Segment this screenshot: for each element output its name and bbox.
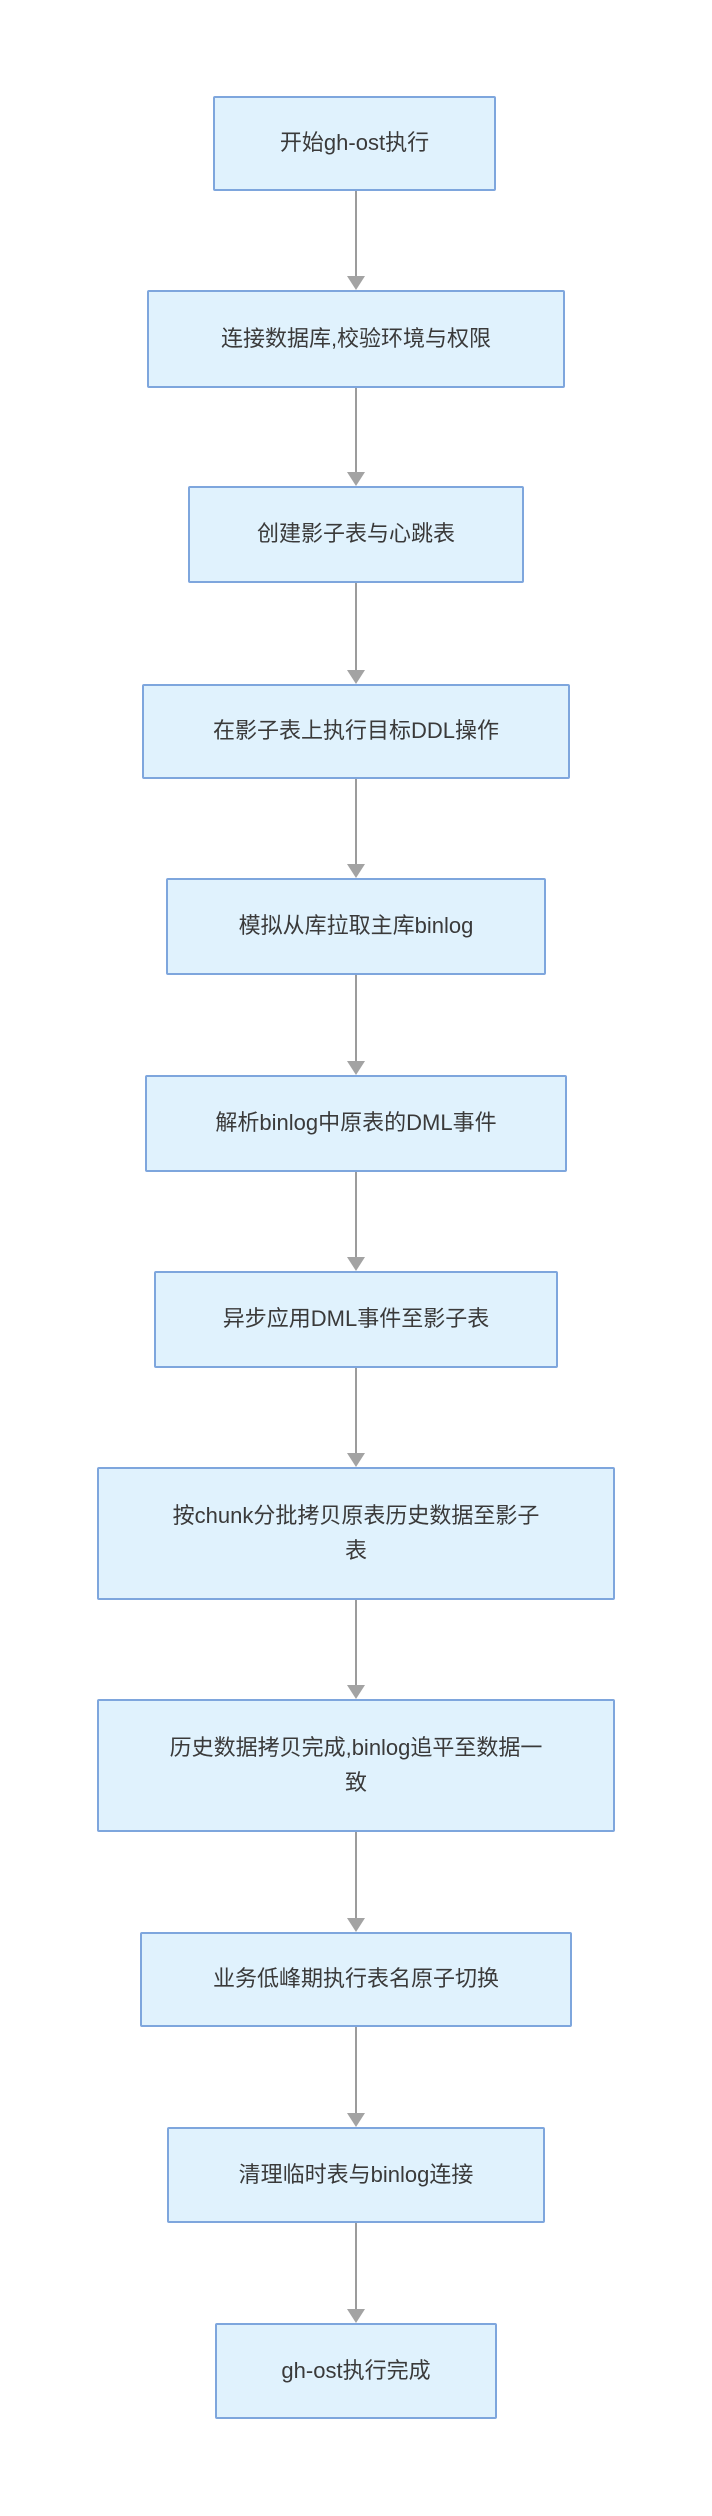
flow-node-label: 开始gh-ost执行 <box>279 130 430 156</box>
flow-arrow <box>347 1172 365 1271</box>
flow-arrow <box>347 1368 365 1467</box>
flow-node-label: 模拟从库拉取主库binlog <box>238 913 474 939</box>
arrow-down-icon <box>347 670 365 684</box>
flow-node-binlog-catchup: 历史数据拷贝完成,binlog追平至数据一致 <box>97 1699 615 1832</box>
arrow-line <box>355 1172 357 1258</box>
flow-arrow <box>347 1832 365 1932</box>
arrow-down-icon <box>347 1918 365 1932</box>
arrow-down-icon <box>347 1257 365 1271</box>
flow-arrow <box>347 779 365 878</box>
flow-node-label: 按chunk分批拷贝原表历史数据至影子表 <box>172 1503 540 1563</box>
flow-node-atomic-rename: 业务低峰期执行表名原子切换 <box>140 1932 572 2027</box>
flow-arrow <box>347 2027 365 2127</box>
flow-node-label: 解析binlog中原表的DML事件 <box>215 1110 497 1136</box>
flow-node-apply-dml: 异步应用DML事件至影子表 <box>154 1271 558 1368</box>
arrow-down-icon <box>347 472 365 486</box>
arrow-line <box>355 191 357 277</box>
flow-arrow <box>347 583 365 684</box>
flow-node-parse-dml-events: 解析binlog中原表的DML事件 <box>145 1075 567 1172</box>
flow-node-pull-binlog: 模拟从库拉取主库binlog <box>166 878 546 975</box>
arrow-down-icon <box>347 1061 365 1075</box>
flow-node-label: 业务低峰期执行表名原子切换 <box>212 1966 499 1992</box>
flow-node-label: gh-ost执行完成 <box>281 2357 431 2383</box>
flow-node-label: 历史数据拷贝完成,binlog追平至数据一致 <box>169 1735 543 1795</box>
arrow-line <box>355 1368 357 1454</box>
flow-node-start: 开始gh-ost执行 <box>213 96 496 191</box>
arrow-line <box>355 1832 357 1919</box>
flow-node-cleanup: 清理临时表与binlog连接 <box>167 2127 545 2223</box>
flow-node-label: 在影子表上执行目标DDL操作 <box>212 718 499 744</box>
arrow-down-icon <box>347 2113 365 2127</box>
flow-node-complete: gh-ost执行完成 <box>215 2323 497 2419</box>
flow-arrow <box>347 1600 365 1699</box>
flow-node-label: 清理临时表与binlog连接 <box>238 2161 474 2187</box>
arrow-down-icon <box>347 1453 365 1467</box>
arrow-line <box>355 2027 357 2114</box>
flow-arrow <box>347 2223 365 2323</box>
flow-arrow <box>347 191 365 290</box>
arrow-line <box>355 1600 357 1686</box>
arrow-down-icon <box>347 276 365 290</box>
arrow-line <box>355 388 357 473</box>
arrow-line <box>355 779 357 865</box>
arrow-down-icon <box>347 2309 365 2323</box>
arrow-line <box>355 583 357 671</box>
arrow-down-icon <box>347 864 365 878</box>
arrow-line <box>355 2223 357 2310</box>
arrow-down-icon <box>347 1685 365 1699</box>
flow-node-create-shadow-tables: 创建影子表与心跳表 <box>188 486 524 583</box>
flow-node-label: 异步应用DML事件至影子表 <box>222 1306 490 1332</box>
flow-arrow <box>347 975 365 1075</box>
flow-arrow <box>347 388 365 486</box>
flow-node-execute-ddl: 在影子表上执行目标DDL操作 <box>142 684 570 779</box>
flow-node-connect-db: 连接数据库,校验环境与权限 <box>147 290 565 388</box>
arrow-line <box>355 975 357 1062</box>
flow-node-label: 创建影子表与心跳表 <box>256 521 455 547</box>
flow-node-copy-chunks: 按chunk分批拷贝原表历史数据至影子表 <box>97 1467 615 1600</box>
flow-node-label: 连接数据库,校验环境与权限 <box>220 325 492 351</box>
